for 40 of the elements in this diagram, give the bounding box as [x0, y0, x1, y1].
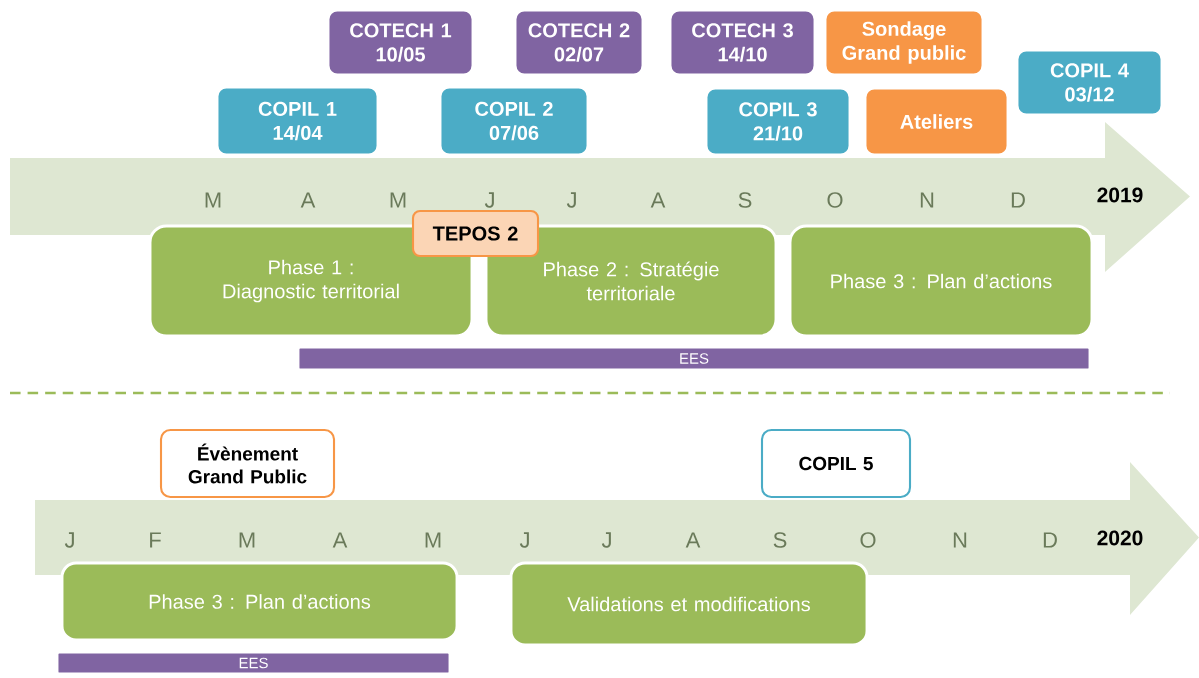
year-label: 2020: [1097, 530, 1143, 546]
month-label: F: [150, 532, 161, 548]
month-label: M: [390, 192, 406, 208]
meeting-box: COTECH 1 10/05: [326, 8, 475, 77]
phase-box: Phase 3 : Plan d’actions: [60, 561, 459, 642]
phase-box: Validations et modifications: [509, 561, 869, 647]
month-label: A: [650, 192, 666, 208]
event-box: Ateliers: [863, 86, 1010, 157]
meeting-box: COPIL 5: [760, 428, 912, 499]
month-label: O: [860, 532, 876, 548]
meeting-box: COPIL 3 21/10: [704, 86, 852, 157]
month-label: A: [332, 532, 348, 548]
event-box: Sondage Grand public: [823, 8, 985, 77]
month-label: D: [1011, 192, 1025, 208]
month-label: N: [953, 532, 967, 548]
month-label: O: [827, 192, 843, 208]
month-label: M: [239, 532, 255, 548]
month-label: M: [425, 532, 441, 548]
year-label: 2019: [1097, 187, 1143, 203]
meeting-box: COPIL 4 03/12: [1015, 48, 1164, 117]
month-label: J: [484, 192, 494, 208]
meeting-box: COPIL 1 14/04: [215, 85, 380, 157]
phase-box: Phase 3 : Plan d’actions: [788, 224, 1094, 338]
month-label: J: [601, 532, 611, 548]
meeting-box: COTECH 3 14/10: [668, 8, 817, 77]
event-box: Évènement Grand Public: [159, 428, 336, 499]
meeting-box: COPIL 2 07/06: [438, 85, 590, 157]
month-label: S: [773, 532, 787, 548]
month-label: M: [205, 192, 221, 208]
month-label: S: [738, 192, 752, 208]
process-bar: EES: [296, 345, 1092, 372]
month-label: A: [685, 532, 701, 548]
month-label: J: [64, 532, 74, 548]
month-label: N: [920, 192, 934, 208]
meeting-box: COTECH 2 02/07: [513, 8, 645, 77]
process-bar: EES: [55, 650, 452, 676]
month-label: J: [566, 192, 576, 208]
month-label: D: [1043, 532, 1057, 548]
month-label: J: [519, 532, 529, 548]
month-label: A: [300, 192, 316, 208]
